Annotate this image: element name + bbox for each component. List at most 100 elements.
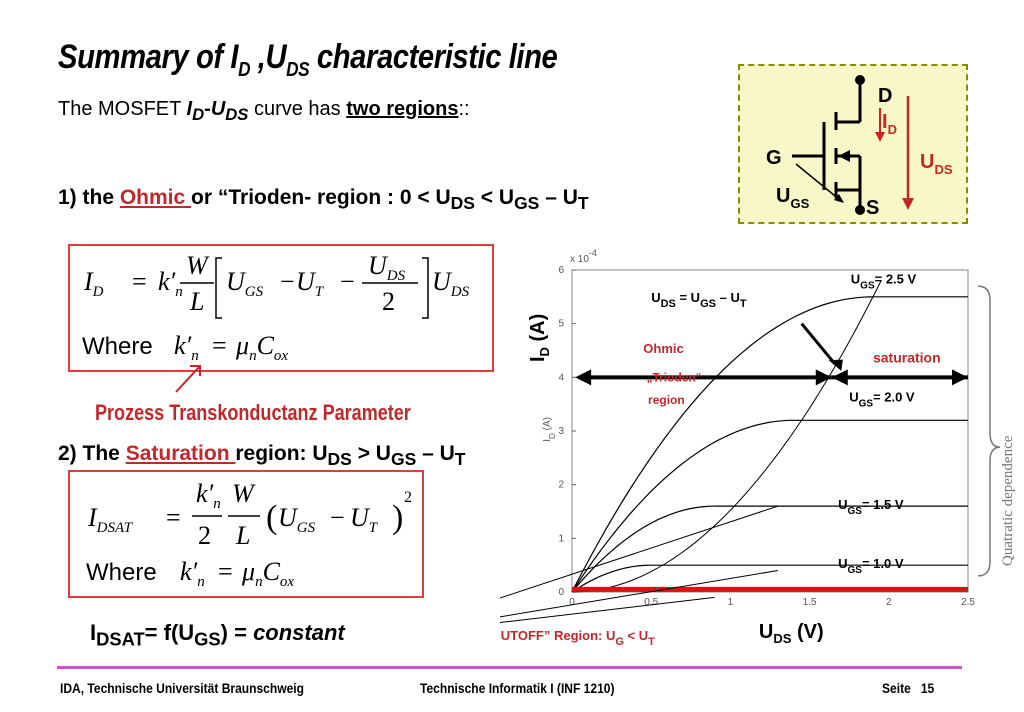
svg-text:IDSAT: IDSAT [87, 503, 134, 536]
svg-text:μnCox: μnCox [241, 557, 294, 590]
svg-text:k′n: k′n [158, 267, 183, 300]
svg-text:UT: UT [296, 267, 325, 300]
right-brace [977, 285, 1001, 577]
saturation-formula: IDSAT = k′n 2 W L ( UGS − UT ) 2 Where k… [86, 479, 412, 590]
saturation-heading: 2) The Saturation region: UDS > UGS – UT [58, 442, 466, 470]
svg-text:UGS: UGS [278, 503, 316, 536]
svg-text:=: = [218, 557, 233, 586]
svg-text:2: 2 [382, 287, 395, 316]
svg-text:−: − [330, 503, 345, 532]
svg-text:ID: ID [882, 111, 897, 137]
y-tick-label: 0 [558, 587, 564, 598]
constant-pointer-1 [500, 505, 779, 599]
boundary-pointer [800, 322, 837, 365]
y-tick-label: 1 [558, 533, 564, 544]
footer-divider [57, 666, 962, 669]
x-axis-label: UDS (V) [759, 621, 824, 646]
idsat-statement: IDSAT= f(UGS) = constant [90, 620, 345, 650]
svg-text:k′n: k′n [180, 557, 205, 590]
svg-text:−: − [340, 267, 355, 296]
saturation-formula-box: IDSAT = k′n 2 W L ( UGS − UT ) 2 Where k… [68, 470, 424, 598]
y-label-small: ID (A) [542, 417, 557, 442]
ohmic-label: Ohmic [643, 341, 683, 356]
x-tick-label: 1.5 [803, 597, 817, 608]
constant-pointer-2 [500, 570, 779, 618]
id-curve [571, 564, 968, 593]
svg-text:(: ( [266, 499, 277, 536]
svg-text:UDS: UDS [920, 151, 953, 177]
ohmic-formula-box: ID = k′n W L UGS − UT − UDS 2 UDS Where … [68, 244, 494, 372]
saturation-word: Saturation [125, 442, 236, 465]
two-regions-emphasis: two regions [346, 98, 459, 120]
svg-text:μnCox: μnCox [235, 331, 288, 364]
svg-text:2: 2 [198, 521, 211, 550]
ohmic-formula: ID = k′n W L UGS − UT − UDS 2 UDS Where … [82, 251, 470, 364]
id-uds-chart: 0 0.5 1 1.5 2 2.5 0 1 2 3 4 5 6 x 10-4 ID (A) ID (A) UDS… [500, 248, 1016, 648]
svg-text:UGS: UGS [226, 267, 264, 300]
svg-text:=: = [132, 267, 147, 296]
y-tick-label: 4 [558, 372, 564, 383]
region-label: region [648, 393, 685, 407]
id-curve [571, 505, 968, 593]
cutoff-label: “CUTOFF” Region: UG < UT [500, 628, 655, 648]
svg-text:=: = [212, 331, 227, 360]
id-curve [571, 419, 968, 593]
y-tick-label: 3 [558, 426, 564, 437]
boundary-pointer-head [828, 359, 843, 371]
svg-text:UGS: UGS [776, 185, 810, 211]
svg-text:S: S [866, 197, 879, 219]
curve-label: UGS= 2.0 V [849, 389, 915, 409]
plot-frame [571, 269, 969, 593]
x-tick-label: 2 [886, 597, 892, 608]
plot-layer: 0 0.5 1 1.5 2 2.5 0 1 2 3 4 5 6 x 10-4 ID (A) ID (A) UDS… [500, 248, 1016, 648]
y-tick-label: 5 [558, 319, 564, 330]
saturation-arrowhead-left [831, 369, 848, 386]
y-tick-label: 6 [558, 265, 564, 276]
svg-text:k′n: k′n [196, 479, 221, 512]
svg-text:=: = [166, 503, 181, 532]
ohmic-arrowhead-right [815, 369, 832, 386]
y-exponent: x 10-4 [570, 248, 597, 265]
quadratic-dependence-label: Quatratic dependence [1000, 435, 1016, 566]
param-arrow [175, 365, 201, 393]
curve-label: UGS= 1.5 V [838, 497, 904, 517]
svg-text:UDS: UDS [368, 251, 406, 284]
svg-text:W: W [186, 251, 210, 280]
saturation-label: saturation [873, 349, 941, 365]
saturation-arrowhead-right [952, 369, 968, 386]
id-curve [571, 296, 968, 593]
svg-text:Where: Where [86, 559, 157, 586]
svg-text:k′n: k′n [174, 331, 199, 364]
footer-institution: IDA, Technische Universität Braunschweig [60, 680, 304, 696]
svg-text:L: L [189, 287, 204, 316]
y-axis-label: ID (A) [527, 314, 552, 362]
constant-pointer-3 [500, 596, 715, 624]
svg-text:2: 2 [404, 489, 412, 506]
ohmic-arrowhead-left [575, 369, 592, 386]
footer-page: Seite 15 [882, 680, 935, 696]
svg-text:UDS: UDS [432, 267, 470, 300]
trioden-label: „Trioden“ [646, 371, 701, 385]
x-tick-label: 0.5 [644, 597, 658, 608]
svg-text:W: W [232, 479, 256, 508]
svg-text:L: L [235, 521, 250, 550]
slide-title: Summary of ID ,UDS characteristic line [58, 38, 558, 81]
param-label: Prozess Transkonductanz Parameter [95, 400, 411, 425]
svg-text:G: G [766, 147, 782, 169]
svg-text:): ) [392, 499, 403, 536]
footer-course: Technische Informatik I (INF 1210) [420, 680, 615, 696]
svg-text:UT: UT [350, 503, 379, 536]
x-tick-label: 2.5 [961, 597, 975, 608]
boundary-equation: UDS = UGS – UT [651, 290, 747, 310]
svg-text:D: D [878, 85, 892, 107]
x-tick-label: 0 [569, 597, 575, 608]
ohmic-word: Ohmic [119, 186, 192, 209]
intro-text: The MOSFET ID-UDS curve has two regions:… [58, 98, 470, 124]
svg-text:ID: ID [83, 267, 104, 300]
mosfet-symbol-box: D G S ID UDS UGS [738, 64, 968, 224]
mosfet-symbol: D G S ID UDS UGS [766, 75, 953, 219]
y-tick-label: 2 [558, 480, 564, 491]
x-tick-label: 1 [728, 597, 734, 608]
curve-label: UGS= 1.0 V [838, 556, 904, 576]
svg-text:Where: Where [82, 333, 153, 360]
